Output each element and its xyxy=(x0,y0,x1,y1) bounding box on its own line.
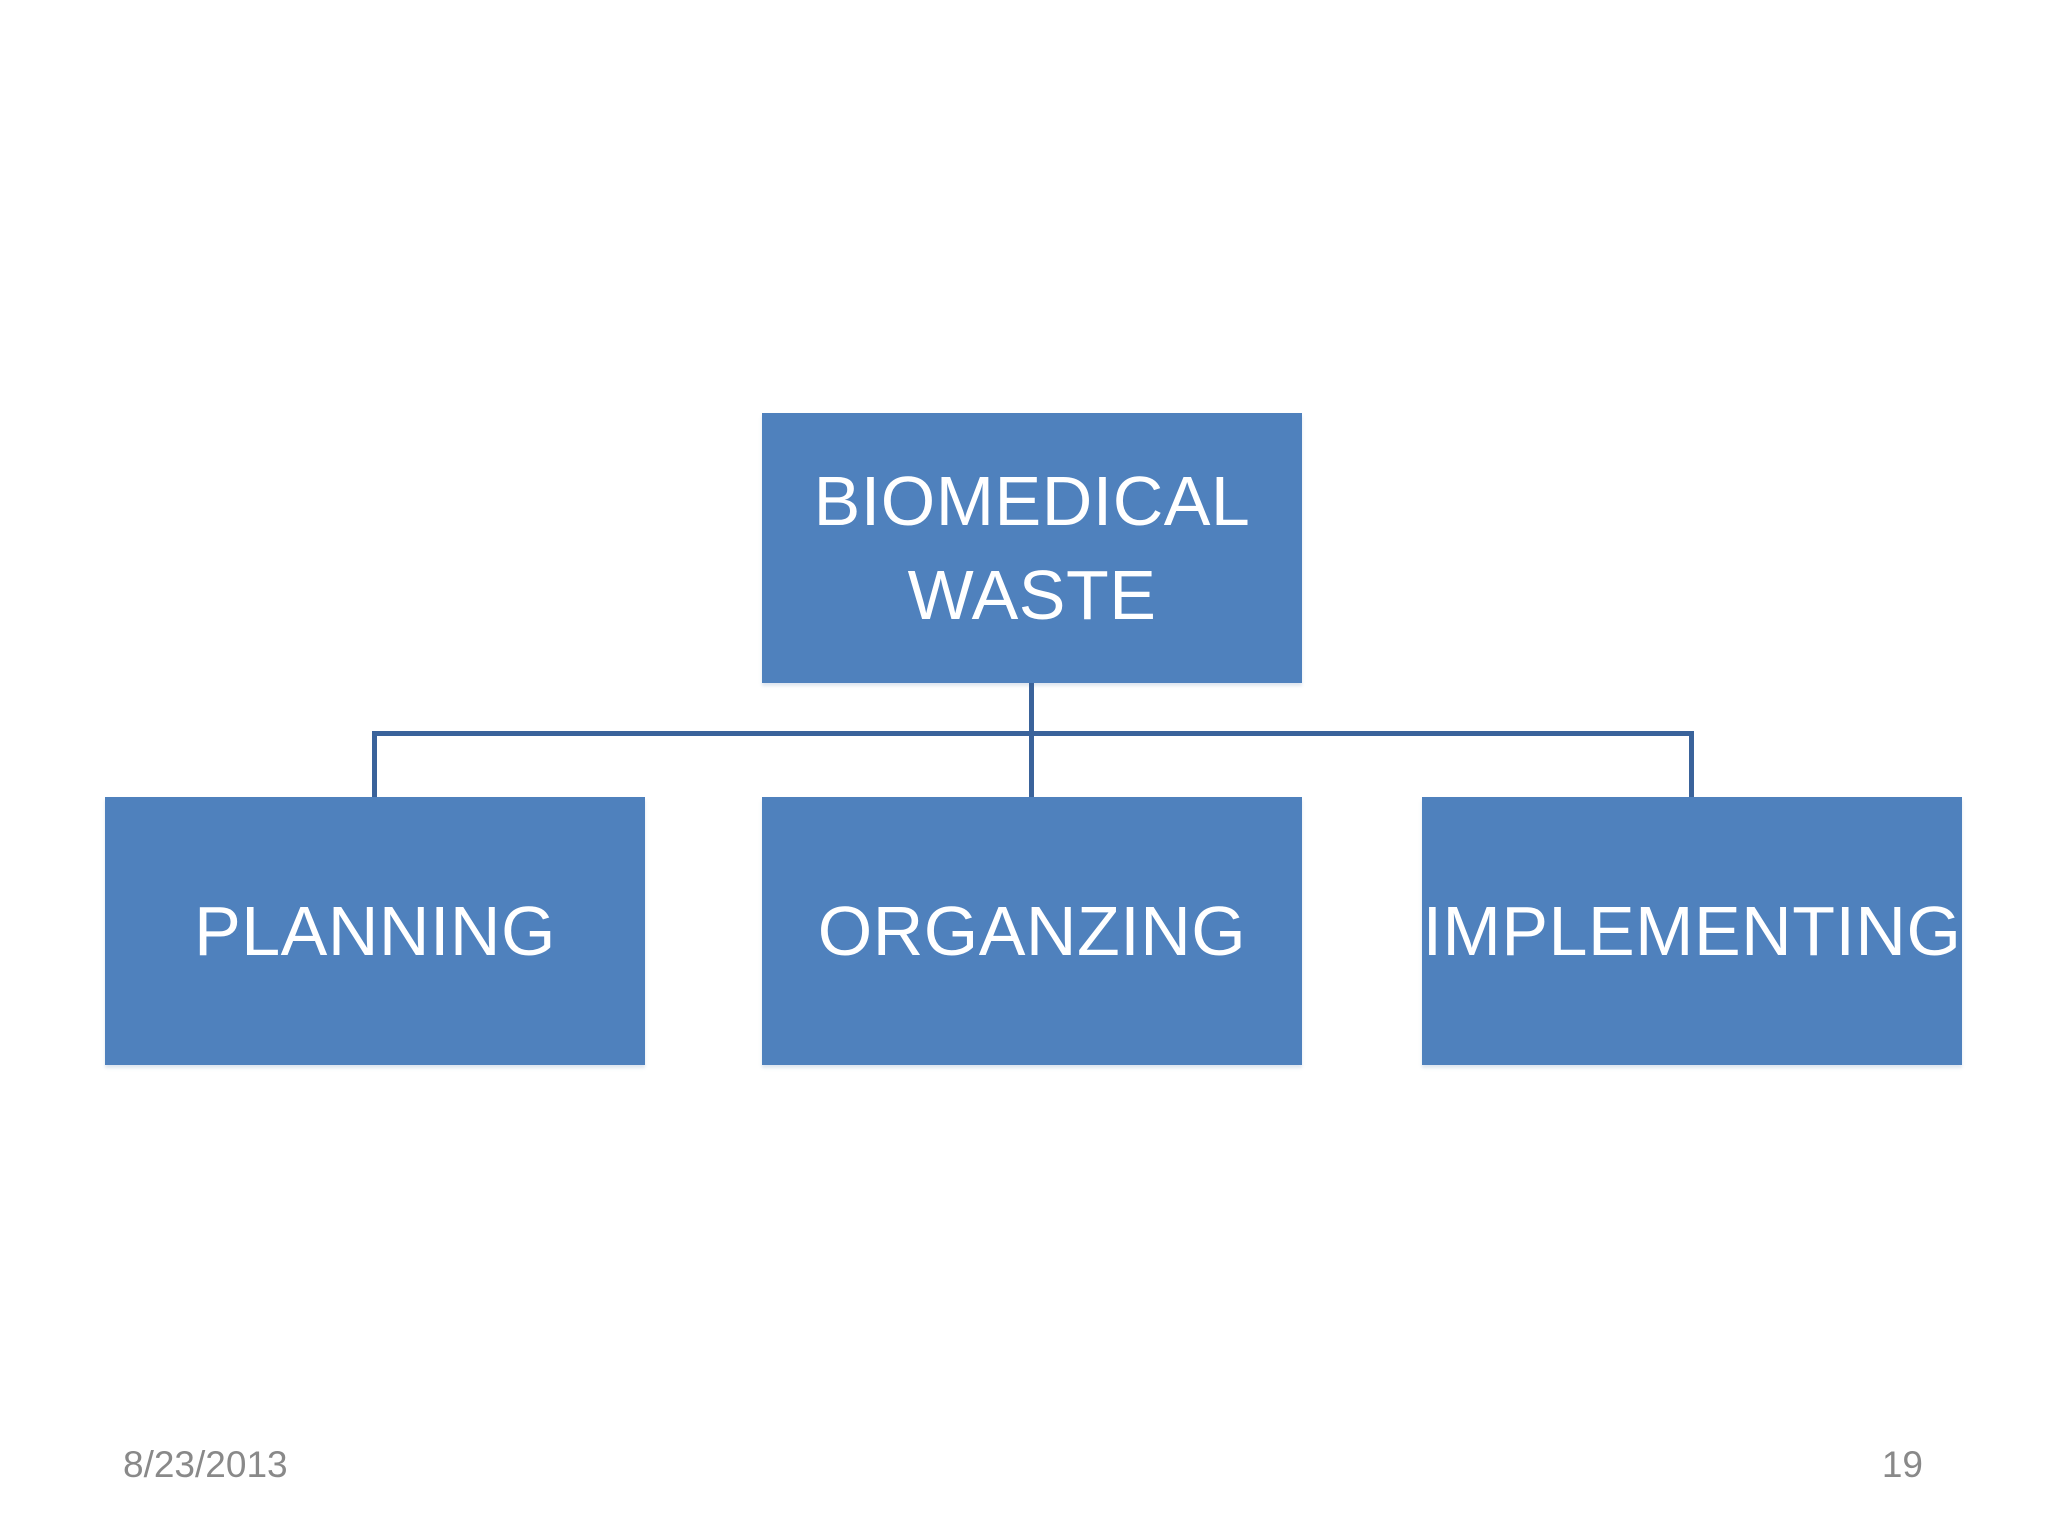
connector-drop-planning xyxy=(372,731,377,797)
footer-date: 8/23/2013 xyxy=(123,1444,288,1485)
connector-drop-implementing xyxy=(1689,731,1694,797)
node-implementing: IMPLEMENTING xyxy=(1422,797,1962,1065)
node-organzing: ORGANZING xyxy=(762,797,1302,1065)
footer-page-number: 19 xyxy=(1881,1444,1923,1485)
node-planning: PLANNING xyxy=(105,797,645,1065)
node-organzing-label: ORGANZING xyxy=(817,891,1247,970)
connector-horizontal-bus xyxy=(372,731,1694,736)
node-implementing-label: IMPLEMENTING xyxy=(1422,891,1962,970)
node-biomedical-waste: BIOMEDICAL WASTE xyxy=(762,413,1302,683)
node-planning-label: PLANNING xyxy=(194,891,556,970)
node-biomedical-waste-label: BIOMEDICAL WASTE xyxy=(813,461,1251,635)
connector-root-to-bus xyxy=(1029,683,1034,797)
